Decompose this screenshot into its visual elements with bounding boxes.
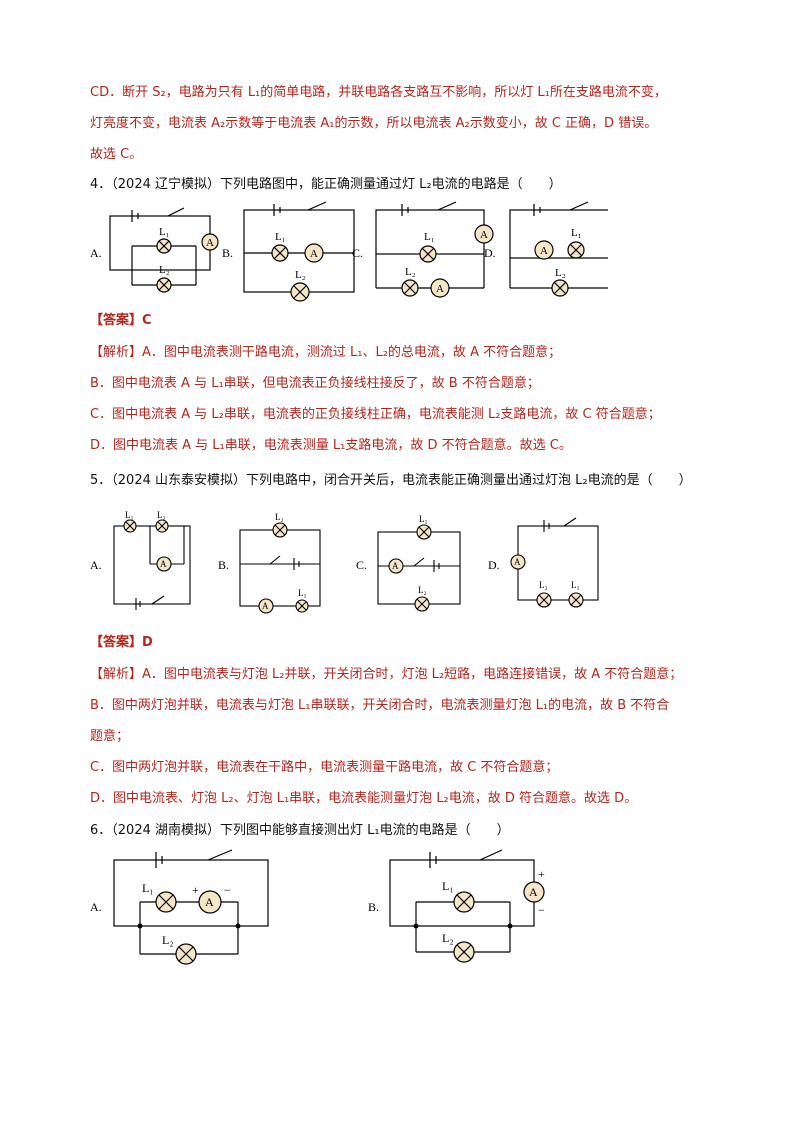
ammeter-label: A [392,561,399,571]
analysis-line: 题意； [90,729,130,744]
L2-label: L₂ [555,267,566,279]
L2-label: L₂ [418,585,427,595]
answer: 【答案】C [90,313,152,328]
L1-label: L₁ [424,231,435,243]
ammeter-label: A [529,885,538,899]
option-c-label: C. [356,558,368,572]
q4-circuit-b [243,201,355,302]
polarity-plus: + [538,867,545,881]
L2-label: L₂ [157,510,166,520]
ammeter-label: A [514,557,521,567]
q5-figure-labels: L₁ L₂ A L₂ A L₁ L₁ A L₂ A L₂ L₁ [125,510,580,611]
q5-circuit-b [239,522,321,614]
q5-circuit-c [377,524,461,612]
analysis-line: C．图中两灯泡并联，电流表在干路中，电流表测量干路电流，故 C 不符合题意； [90,760,559,775]
L1-label: L₁ [298,588,307,598]
analysis-line: D．图中电流表、灯泡 L₂、灯泡 L₁串联，电流表能测量灯泡 L₂电流，故 D … [90,791,638,806]
option-d-label: D. [484,246,496,260]
ammeter-label: A [540,245,548,257]
q4-figure-labels: L₁ L₂ A L₁ L₂ A L₁ L₂ A A A L₁ L₂ [159,226,582,295]
ammeter-label: A [310,248,318,260]
polarity-minus: − [224,883,231,897]
question-stem: 5．（2024 山东泰安模拟）下列电路中，闭合开关后，电流表能正确测量出通过灯泡… [90,473,692,488]
L2-label: L₂ [295,269,306,281]
q6-circuit-figures: L₁ A + − L₂ L₁ L₂ A + − [113,849,545,965]
analysis-line: B．图中电流表 A 与 L₁串联，但电流表正负接线柱接反了，故 B 不符合题意； [90,376,540,391]
ammeter-label: A [262,601,269,611]
question-stem: 4．（2024 辽宁模拟）下列电路图中，能正确测量通过灯 L₂电流的电路是（ ） [90,177,562,192]
option-b-label: B. [218,558,230,572]
option-c-label: C. [352,246,364,260]
L1-label: L₁ [125,510,134,520]
L1-label: L₁ [571,227,582,239]
L1-label: L₁ [275,231,286,243]
L2-label: L₂ [162,933,174,947]
q4-circuit-a [109,207,219,293]
option-a-label: A. [90,558,102,572]
L2-label: L₂ [159,264,170,276]
ammeter-label: A [480,229,488,241]
analysis-line: B．图中两灯泡并联，电流表与灯泡 L₁串联联，开关闭合时，电流表测量灯泡 L₁的… [90,698,670,713]
q6-figure-labels: L₁ A + − L₂ L₁ L₂ A + − [142,867,545,947]
q5-circuit-d [510,517,599,608]
q4-circuit-d [509,201,608,297]
L1-label: L₁ [159,226,170,238]
analysis-line: D．图中电流表 A 与 L₁串联，电流表测量 L₁支路电流，故 D 不符合题意。… [90,438,572,453]
ammeter-label: A [206,237,214,249]
L2-label: L₂ [405,266,416,278]
q4-circuit-c [375,201,494,298]
L1-label: L₁ [442,879,454,893]
L1-label: L₁ [142,881,154,895]
option-b-label: B. [222,246,234,260]
L1-label: L₁ [571,580,580,590]
solution-text: CD．断开 S₂，电路为只有 L₁的简单电路，并联电路各支路互不影响，所以灯 L… [90,85,667,100]
L2-label: L₂ [275,512,284,522]
polarity-minus: − [538,903,545,917]
ammeter-label: A [205,895,214,909]
ammeter-label: A [436,283,444,295]
option-a-label: A. [90,246,102,260]
q6-junction-dots [137,923,513,929]
option-a-label: A. [90,900,102,914]
solution-text: 故选 C。 [90,147,143,162]
ammeter-label: A [160,559,167,569]
answer: 【答案】D [90,635,153,650]
analysis-line: 【解析】A．图中电流表测干路电流，测流过 L₁、L₂的总电流，故 A 不符合题意… [90,345,562,360]
q4-circuit-figures: L₁ L₂ A L₁ L₂ A L₁ L₂ A A A L₁ L₂ [109,201,608,302]
L2-label: L₂ [539,580,548,590]
question-stem: 6．（2024 湖南模拟）下列图中能够直接测出灯 L₁电流的电路是（ ） [90,823,510,838]
q5-circuit-figures: L₁ L₂ A L₂ A L₁ L₁ A L₂ A L₂ L₁ [113,510,599,614]
q6-circuit-a [113,849,269,965]
analysis-line: C．图中电流表 A 与 L₂串联，电流表的正负接线柱正确，电流表能测 L₂支路电… [90,407,661,422]
q5-circuit-a [113,519,191,610]
L2-label: L₂ [442,931,454,945]
L1-label: L₁ [419,514,428,524]
q6-circuit-b [389,849,545,963]
analysis-line: 【解析】A．图中电流表与灯泡 L₂并联，开关闭合时，灯泡 L₂短路，电路连接错误… [90,667,683,682]
polarity-plus: + [192,883,199,897]
option-d-label: D. [488,558,500,572]
option-b-label: B. [368,900,380,914]
solution-text: 灯亮度不变，电流表 A₂示数等于电流表 A₁的示数，所以电流表 A₂示数变小，故… [90,116,658,131]
